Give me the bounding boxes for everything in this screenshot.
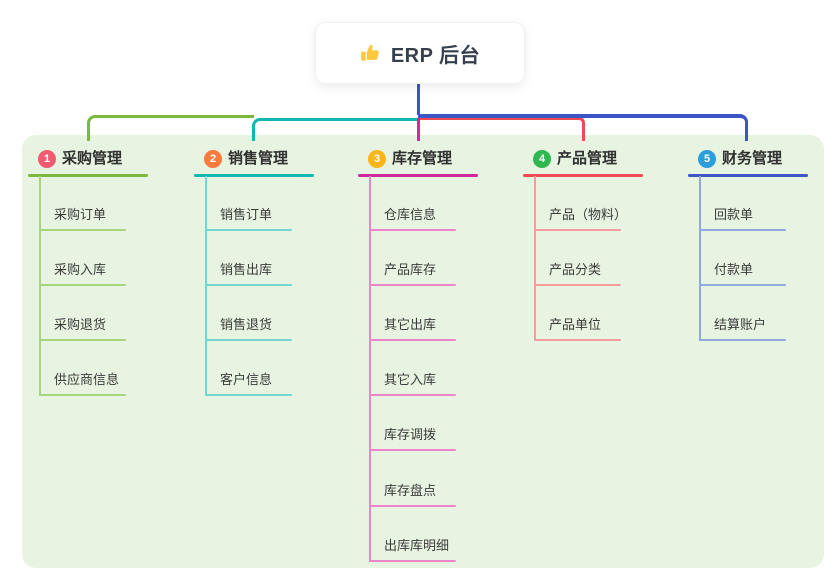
subtopic-label[interactable]: 出库库明细 bbox=[384, 538, 450, 553]
branch-title[interactable]: 库存管理 bbox=[392, 150, 453, 167]
branch-column-5: 5 财务管理 回款单 付款单 结算账户 bbox=[688, 0, 808, 588]
branch-column-4: 4 产品管理 产品（物料） 产品分类 产品单位 bbox=[523, 0, 643, 588]
subtopic-label[interactable]: 结算账户 bbox=[714, 317, 767, 332]
branch-number-badge: 4 bbox=[533, 150, 551, 168]
branch-spine-line bbox=[39, 176, 41, 396]
branch-number-badge: 2 bbox=[204, 150, 222, 168]
subtopic-label[interactable]: 采购订单 bbox=[54, 207, 107, 222]
branch-title[interactable]: 销售管理 bbox=[228, 150, 289, 167]
subtopic-label[interactable]: 库存调拨 bbox=[384, 427, 437, 442]
branch-number-badge: 1 bbox=[38, 150, 56, 168]
connector-trunk bbox=[417, 81, 420, 115]
branch-number-badge: 3 bbox=[368, 150, 386, 168]
branch-column-1: 1 采购管理 采购订单 采购入库 采购退货 供应商信息 bbox=[28, 0, 148, 588]
connector-branch-1 bbox=[87, 115, 254, 141]
subtopic-underline bbox=[369, 229, 456, 231]
branch-underline bbox=[28, 174, 148, 177]
subtopic-label[interactable]: 采购退货 bbox=[54, 317, 107, 332]
subtopic-underline bbox=[369, 339, 456, 341]
subtopic-underline bbox=[369, 394, 456, 396]
subtopic-label[interactable]: 销售订单 bbox=[220, 207, 273, 222]
branch-title[interactable]: 产品管理 bbox=[557, 150, 618, 167]
branch-underline bbox=[358, 174, 478, 177]
subtopic-underline bbox=[369, 449, 456, 451]
subtopic-underline bbox=[39, 229, 126, 231]
subtopic-underline bbox=[39, 394, 126, 396]
subtopic-underline bbox=[369, 284, 456, 286]
subtopic-label[interactable]: 产品分类 bbox=[549, 262, 602, 277]
branch-spine-line bbox=[699, 176, 701, 341]
branch-number-badge: 5 bbox=[698, 150, 716, 168]
root-topic-label: ERP 后台 bbox=[390, 44, 481, 67]
subtopic-label[interactable]: 付款单 bbox=[714, 262, 754, 277]
subtopic-underline bbox=[39, 284, 126, 286]
subtopic-label[interactable]: 销售出库 bbox=[220, 262, 273, 277]
subtopic-underline bbox=[369, 505, 456, 507]
subtopic-label[interactable]: 其它出库 bbox=[384, 317, 437, 332]
subtopic-label[interactable]: 客户信息 bbox=[220, 372, 273, 387]
subtopic-underline bbox=[699, 339, 786, 341]
subtopic-underline bbox=[534, 229, 621, 231]
connector-branch-2 bbox=[252, 118, 419, 141]
branch-spine-line bbox=[205, 176, 207, 396]
connector-branch-5 bbox=[418, 114, 748, 141]
subtopic-underline bbox=[205, 339, 292, 341]
root-topic[interactable]: ERP 后台 bbox=[315, 22, 525, 84]
subtopic-underline bbox=[534, 284, 621, 286]
subtopic-label[interactable]: 产品（物料） bbox=[549, 207, 628, 222]
branch-spine-line bbox=[369, 176, 371, 562]
subtopic-label[interactable]: 产品单位 bbox=[549, 317, 602, 332]
branch-spine-line bbox=[534, 176, 536, 341]
subtopic-label[interactable]: 仓库信息 bbox=[384, 207, 437, 222]
subtopic-label[interactable]: 销售退货 bbox=[220, 317, 273, 332]
subtopic-label[interactable]: 供应商信息 bbox=[54, 372, 120, 387]
subtopic-label[interactable]: 库存盘点 bbox=[384, 483, 437, 498]
branch-column-3: 3 库存管理 仓库信息 产品库存 其它出库 其它入库 库存调拨 库存盘点 出库库… bbox=[358, 0, 478, 588]
subtopic-label[interactable]: 其它入库 bbox=[384, 372, 437, 387]
subtopic-underline bbox=[534, 339, 621, 341]
subtopic-label[interactable]: 产品库存 bbox=[384, 262, 437, 277]
branch-title[interactable]: 财务管理 bbox=[722, 150, 783, 167]
subtopic-underline bbox=[699, 284, 786, 286]
subtopic-underline bbox=[205, 284, 292, 286]
branch-underline bbox=[194, 174, 314, 177]
branch-underline bbox=[688, 174, 808, 177]
connector-branch-4 bbox=[418, 117, 585, 141]
branch-title[interactable]: 采购管理 bbox=[62, 150, 123, 167]
thumbs-up-icon bbox=[360, 42, 382, 64]
subtopic-underline bbox=[205, 394, 292, 396]
subtopic-label[interactable]: 采购入库 bbox=[54, 262, 107, 277]
subtopic-underline bbox=[699, 229, 786, 231]
branches-panel bbox=[22, 135, 824, 568]
subtopic-underline bbox=[205, 229, 292, 231]
subtopic-underline bbox=[369, 560, 456, 562]
subtopic-underline bbox=[39, 339, 126, 341]
branch-column-2: 2 销售管理 销售订单 销售出库 销售退货 客户信息 bbox=[194, 0, 314, 588]
subtopic-label[interactable]: 回款单 bbox=[714, 207, 754, 222]
branch-underline bbox=[523, 174, 643, 177]
connector-branch-3 bbox=[417, 118, 420, 141]
